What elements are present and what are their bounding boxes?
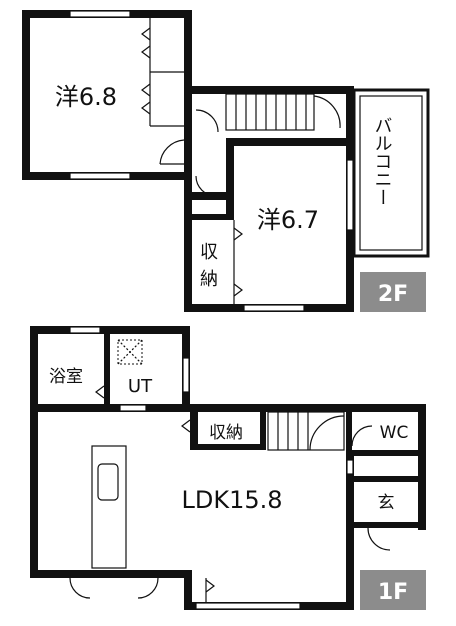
balcony-label: バルコニー — [372, 116, 393, 206]
floor-2f: 洋6.8 洋6.7 収 納 バルコニー 2F — [22, 10, 430, 312]
storage-2f-label-1: 収 — [200, 242, 218, 263]
room-ut-label: UT — [128, 376, 153, 397]
floor-badge-2f: 2F — [360, 272, 426, 312]
room-western-b-label: 洋6.7 — [257, 206, 319, 234]
washer-space-icon — [117, 339, 143, 365]
storage-1f-label: 収納 — [209, 423, 243, 443]
kitchen-counter — [91, 445, 127, 569]
svg-text:1F: 1F — [378, 580, 408, 605]
balcony-outline — [352, 88, 430, 258]
storage-2f-label-2: 納 — [200, 269, 218, 290]
floor-1f: 浴室 UT 収納 WC LDK15.8 玄 1F — [30, 326, 426, 610]
stairs-2f — [225, 93, 341, 131]
room-entrance-label: 玄 — [378, 493, 395, 513]
room-ldk-label: LDK15.8 — [181, 486, 282, 514]
room-wc-label: WC — [380, 423, 409, 443]
svg-text:2F: 2F — [378, 282, 408, 307]
room-western-a-label: 洋6.8 — [55, 83, 117, 111]
stairs-1f — [267, 411, 345, 451]
room-bath-label: 浴室 — [49, 367, 83, 387]
floor-badge-1f: 1F — [360, 570, 426, 610]
